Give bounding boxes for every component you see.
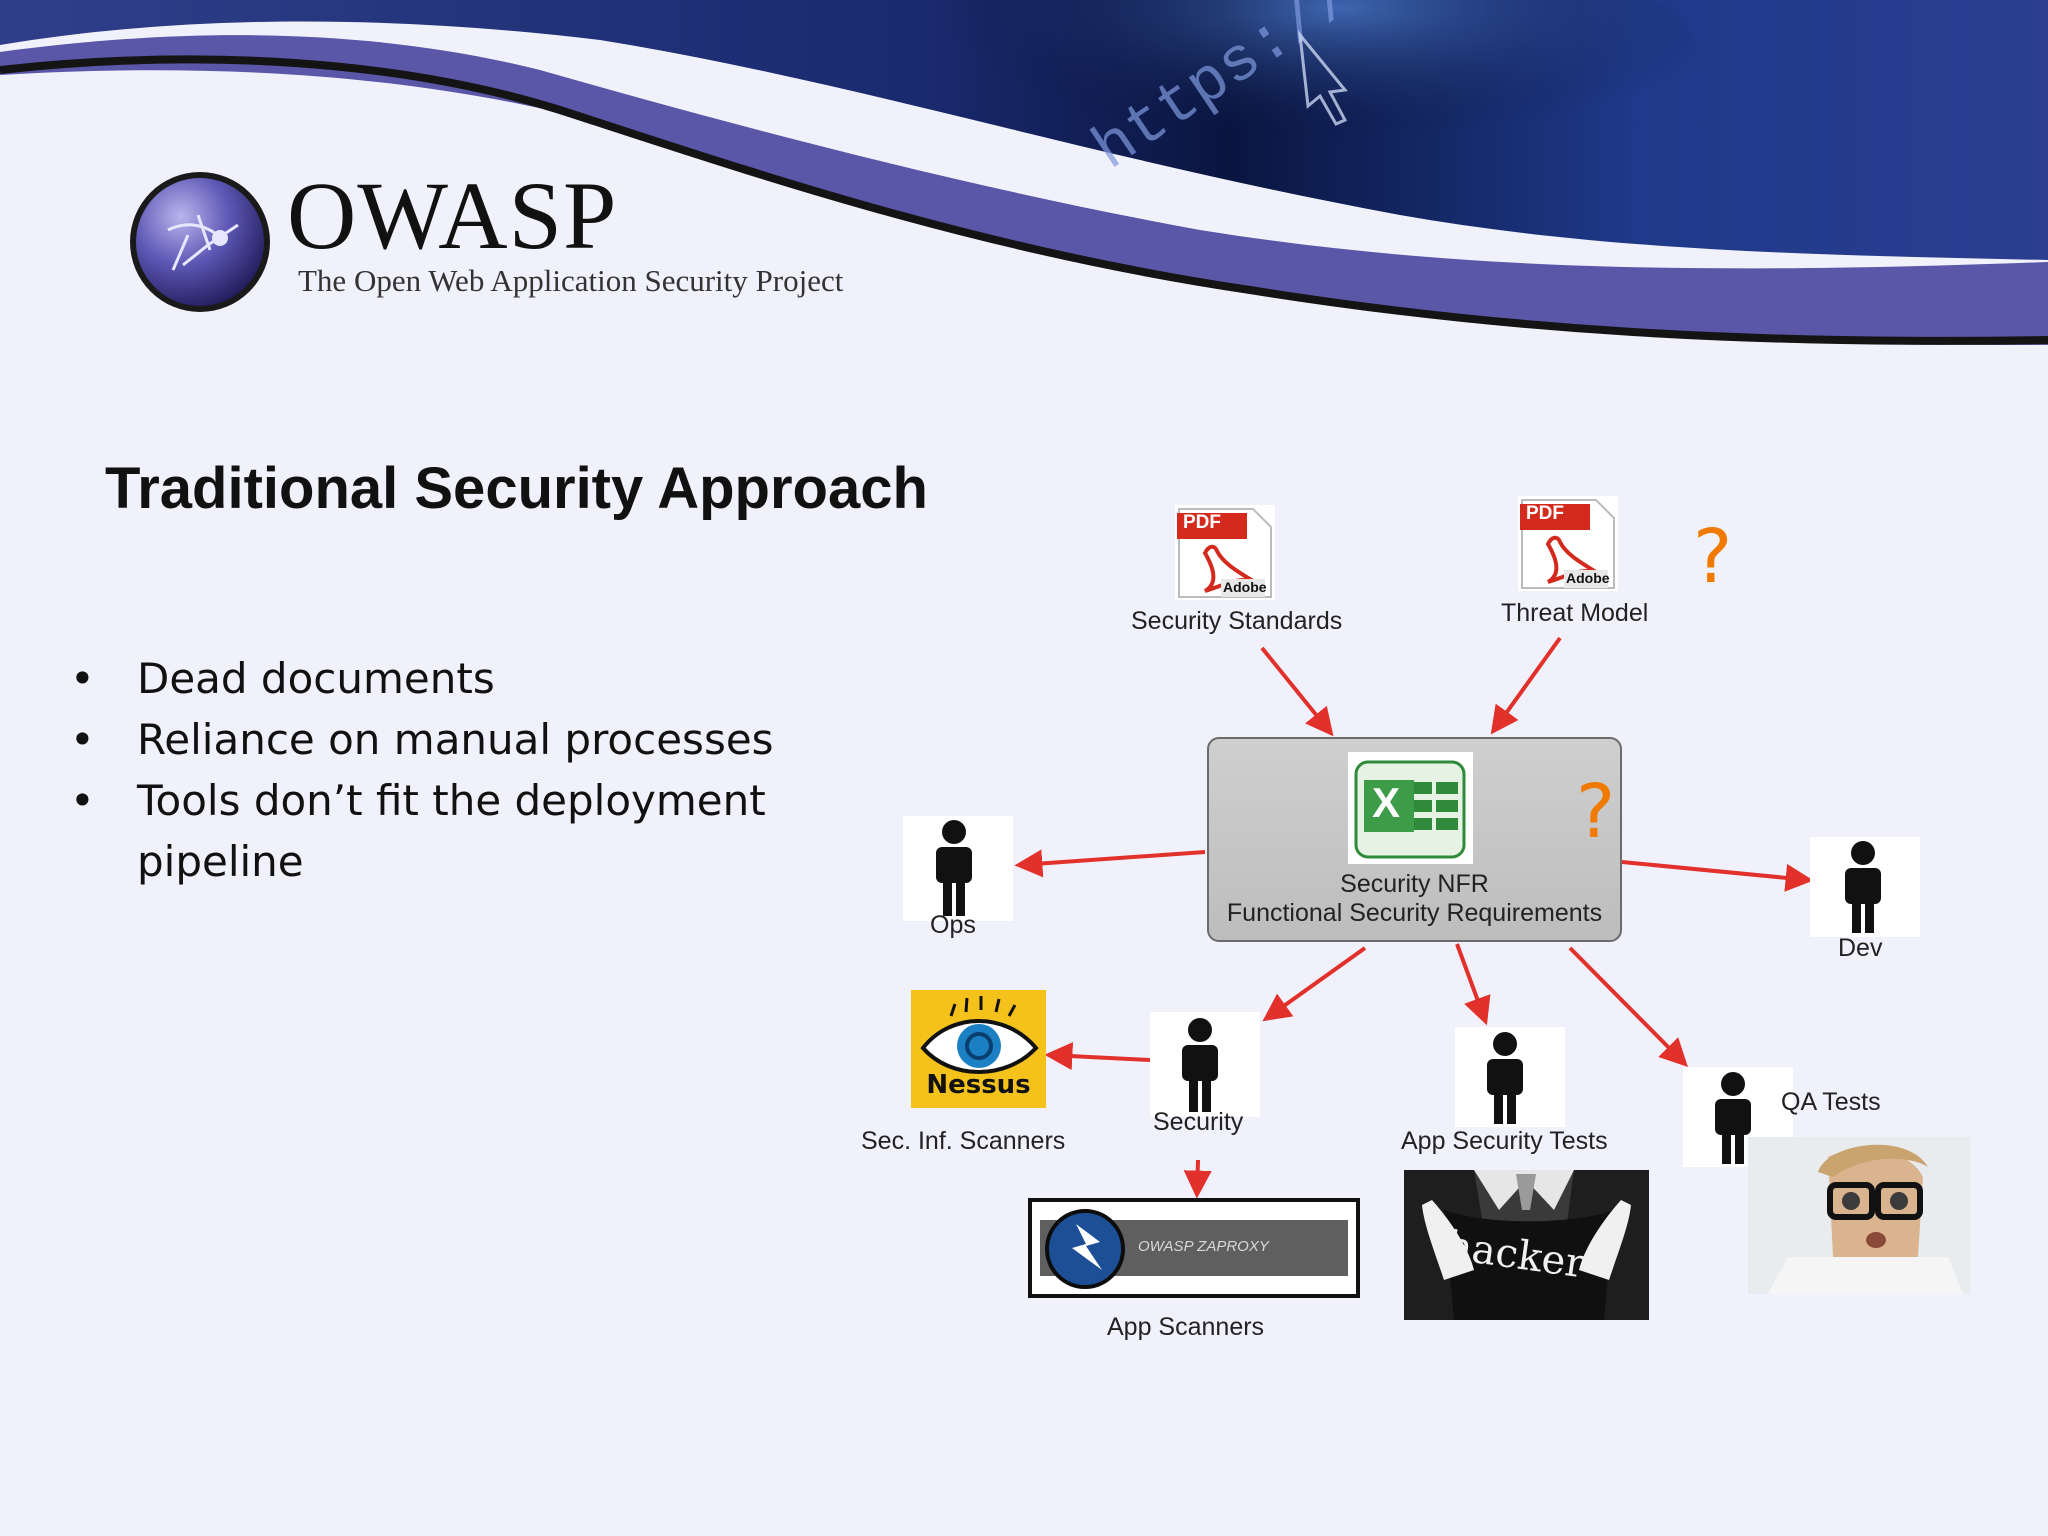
nfr-title-label: Security NFR [1340, 870, 1489, 898]
bullet-item: • Reliance on manual processes [70, 709, 897, 770]
bullet-list: • Dead documents • Reliance on manual proc… [70, 648, 897, 892]
threat-model-label: Threat Model [1501, 599, 1649, 627]
adobe-brand: Adobe [1566, 570, 1610, 586]
ops-label: Ops [930, 911, 976, 939]
nessus-eye-icon [965, 1032, 993, 1060]
pdf-badge: PDF [1526, 503, 1564, 524]
owasp-wasp-logo-icon [130, 172, 270, 312]
arrow-nfr-to-qa [1568, 946, 1688, 1067]
threat-model-question-mark: ? [1693, 514, 1733, 600]
excel-spreadsheet-icon: X [1348, 752, 1473, 864]
dev-person-icon [1810, 837, 1920, 937]
ops-person-icon [903, 816, 1013, 921]
zap-proxy-banner: OWASP ZAPROXY [1028, 1198, 1360, 1298]
app-security-person-icon [1455, 1027, 1565, 1127]
arrow-nfr-to-ops [1014, 849, 1206, 878]
security-standards-label: Security Standards [1131, 607, 1343, 635]
bullet-item: • Tools don’t fit the deployment pipeline [70, 770, 897, 892]
header-banner: https:// [0, 0, 2048, 346]
nfr-question-mark: ? [1576, 769, 1616, 855]
qa-tests-label: QA Tests [1781, 1088, 1881, 1116]
bullet-dot: • [70, 654, 95, 703]
arrow-standards-to-nfr [1260, 646, 1334, 737]
lightning-icon [1045, 1209, 1125, 1289]
nfr-subtitle-label: Functional Security Requirements [1226, 899, 1603, 927]
security-label: Security [1153, 1108, 1244, 1136]
sec-inf-scanners-label: Sec. Inf. Scanners [861, 1127, 1066, 1155]
arrow-nfr-to-dev [1621, 860, 1814, 892]
security-person-icon [1150, 1012, 1260, 1117]
arrow-security-to-nessus [1044, 1042, 1151, 1071]
pdf-badge: PDF [1183, 512, 1221, 533]
arrow-security-to-appscanners [1183, 1159, 1212, 1199]
zap-banner-text: OWASP ZAPROXY [1138, 1238, 1269, 1255]
bullet-text: Dead documents [137, 654, 495, 703]
arrow-nfr-to-security [1262, 946, 1367, 1022]
cursor-icon [1297, 30, 1348, 126]
bullet-text: Tools don’t fit the deployment pipeline [137, 776, 766, 886]
excel-letter: X [1372, 779, 1401, 826]
adobe-brand: Adobe [1223, 579, 1267, 595]
app-scanners-label: App Scanners [1107, 1313, 1265, 1341]
arrow-threat-to-nfr [1490, 636, 1562, 735]
slide-title: Traditional Security Approach [105, 456, 928, 521]
owasp-logo-subtitle: The Open Web Application Security Projec… [298, 263, 844, 298]
security-standards-pdf: PDF Adobe [1175, 505, 1275, 600]
qa-tester-photo [1748, 1137, 1970, 1294]
threat-model-pdf: PDF Adobe [1518, 496, 1618, 591]
bullet-text: Reliance on manual processes [137, 715, 774, 764]
nessus-wordmark: Nessus [926, 1070, 1031, 1100]
nessus-logo: Nessus [911, 990, 1046, 1108]
bullet-dot: • [70, 715, 95, 764]
dev-label: Dev [1838, 934, 1883, 962]
bullet-item: • Dead documents [70, 648, 897, 709]
hacker-photo: hacker [1404, 1170, 1649, 1320]
owasp-logo-title: OWASP [287, 162, 618, 269]
app-security-tests-label: App Security Tests [1401, 1127, 1608, 1155]
bullet-dot: • [70, 776, 95, 825]
arrow-nfr-to-appsec [1455, 943, 1491, 1026]
